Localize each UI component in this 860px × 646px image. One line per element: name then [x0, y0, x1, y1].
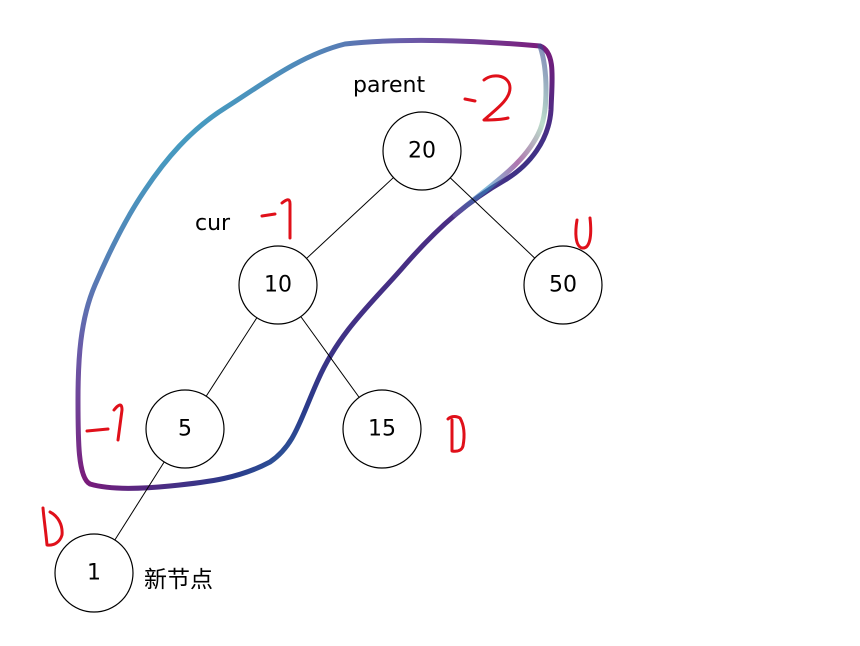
- tree-node-10: 10: [238, 245, 318, 325]
- new-node-label: 新节点: [144, 567, 213, 593]
- cur-label: cur: [195, 211, 231, 236]
- tree-node-20: 20: [382, 111, 462, 191]
- edge-n20-n50: [449, 177, 536, 259]
- node-label: 15: [368, 417, 396, 442]
- tree-node-5: 5: [145, 389, 225, 469]
- node-label: 50: [549, 273, 577, 298]
- balance-factor-n20: [463, 74, 512, 122]
- node-label: 1: [87, 561, 101, 586]
- balance-factor-n10: [260, 198, 292, 240]
- balance-factor-n15: [446, 414, 466, 453]
- parent-label: parent: [353, 73, 425, 98]
- node-label: 5: [178, 417, 192, 442]
- tree-node-1: 1: [54, 533, 134, 613]
- node-label: 10: [264, 273, 292, 298]
- edge-n10-n5: [205, 317, 258, 397]
- node-circle: [238, 245, 318, 325]
- node-circle: [382, 111, 462, 191]
- balance-factor-n1: [41, 506, 64, 547]
- edge-n10-n15: [300, 316, 360, 398]
- node-circle: [54, 533, 134, 613]
- node-circle: [342, 389, 422, 469]
- node-circle: [145, 389, 225, 469]
- tree-edges: [114, 177, 536, 541]
- node-circle: [523, 245, 603, 325]
- balance-factor-n5: [85, 403, 124, 442]
- node-label: 20: [408, 139, 436, 164]
- edge-n20-n10: [306, 177, 394, 259]
- tree-node-50: 50: [523, 245, 603, 325]
- balance-factor-n50: [574, 216, 593, 250]
- lasso-outline-inner-segment: [452, 43, 549, 218]
- tree-node-15: 15: [342, 389, 422, 469]
- edge-n5-n1: [114, 461, 165, 541]
- tree-nodes: 20 10 50 5 15 1: [54, 111, 603, 613]
